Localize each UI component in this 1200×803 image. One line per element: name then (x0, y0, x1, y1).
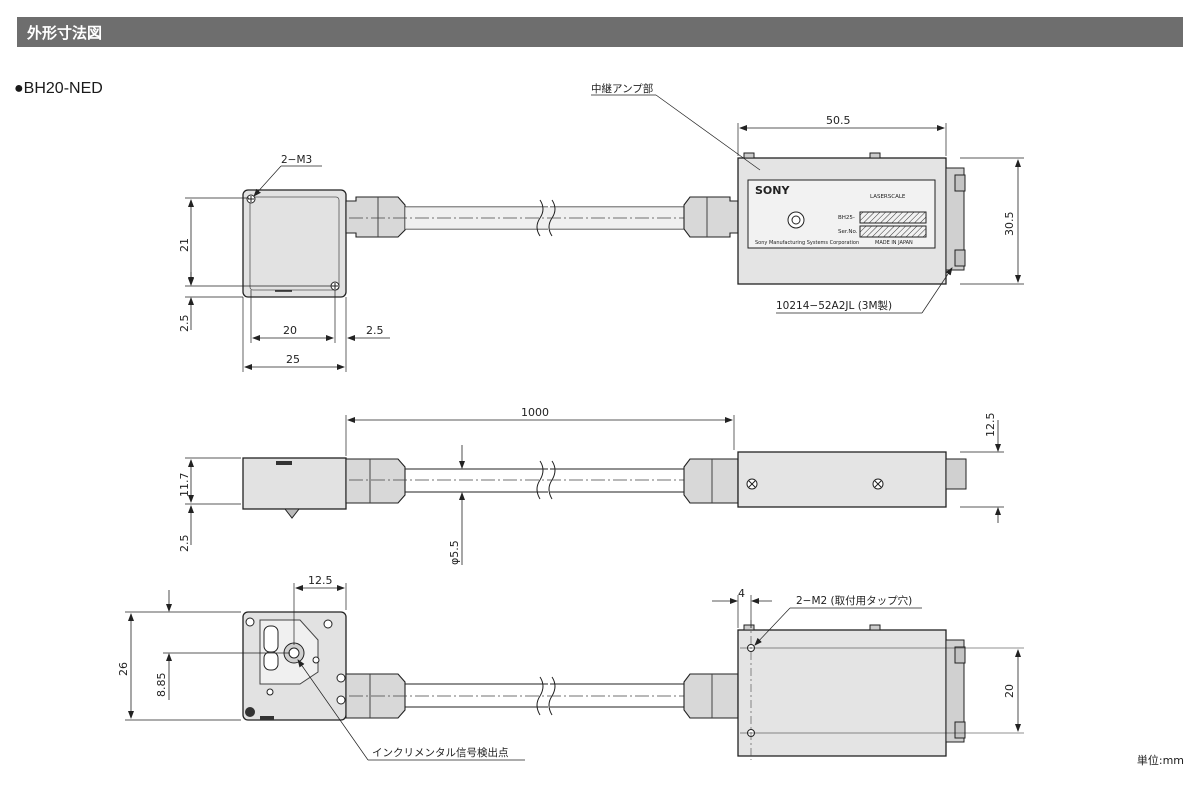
callout-relay-amp: 中継アンプ部 (591, 82, 653, 95)
plate-origin: MADE IN JAPAN (875, 240, 913, 246)
dim-head-offset: 2.5 (178, 315, 191, 333)
dim-head-width: 25 (286, 353, 300, 366)
model-name: ●BH20-NED (14, 80, 103, 97)
dim-head-height: 21 (178, 238, 191, 252)
callout-detection-point: インクリメンタル信号検出点 (372, 746, 509, 759)
dim-detection-offset: 8.85 (155, 673, 168, 698)
dim-head-bottom-gap: 2.5 (178, 535, 191, 553)
dim-cable-diameter: φ5.5 (448, 540, 461, 565)
relay-amp-bottom (737, 629, 947, 757)
callout-connector: 10214−52A2JL (3M製) (776, 299, 892, 312)
callout-mount-holes-bottom: 2−M2 (取付用タップ穴) (796, 594, 912, 607)
sensor-head-side (242, 457, 347, 510)
relay-amp-side (737, 451, 947, 508)
dim-head-depth: 26 (117, 662, 130, 676)
dim-head-edge: 2.5 (366, 324, 384, 337)
dim-amp-thickness: 12.5 (984, 413, 997, 438)
plate-serial: Ser.No. (838, 229, 858, 235)
plate-model: BH25- (838, 215, 855, 221)
plate-maker: Sony Manufacturing Systems Corporation (755, 240, 859, 246)
top-view: SONY LASERSCALE BH25- Ser.No. Sony Manuf… (178, 82, 1024, 372)
dim-cable-length: 1000 (521, 406, 549, 419)
plate-brand: SONY (755, 184, 790, 197)
dim-amp-height: 30.5 (1003, 212, 1016, 237)
callout-mount-holes-top: 2−M3 (281, 154, 312, 166)
dim-head-inner-width: 20 (283, 324, 297, 337)
section-header: 外形寸法図 (17, 17, 1183, 47)
dim-bottom-offset-top: 12.5 (308, 574, 333, 587)
bottom-view: 26 8.85 12.5 4 20 2−M2 (取付用タップ穴) インクリメンタ… (117, 574, 1024, 761)
sensor-head-top (242, 189, 347, 298)
section-title: 外形寸法図 (27, 24, 103, 42)
unit-label: 単位:mm (1136, 754, 1184, 767)
side-view: 1000 12.5 11.7 2.5 φ5.5 (178, 406, 1004, 565)
dim-amp-width: 50.5 (826, 114, 851, 127)
dim-hole-pitch: 20 (1003, 684, 1016, 698)
dim-hole-offset: 4 (738, 587, 745, 600)
plate-product: LASERSCALE (870, 194, 906, 200)
dim-head-thickness: 11.7 (178, 473, 191, 498)
